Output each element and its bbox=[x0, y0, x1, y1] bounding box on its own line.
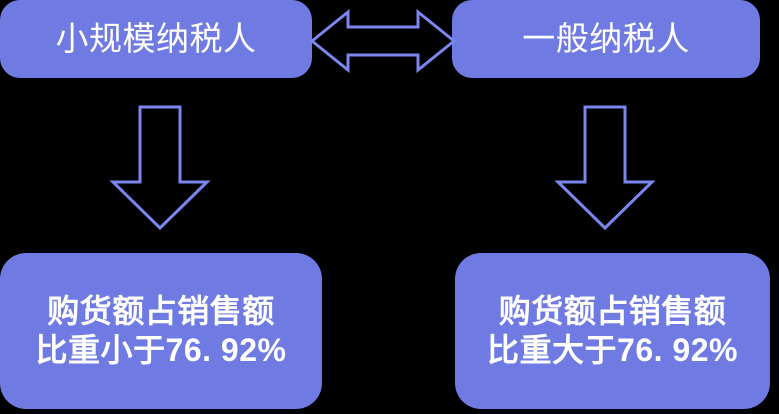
node-rule-general-taxpayer-label: 购货额占销售额 比重大于76. 92% bbox=[487, 292, 738, 368]
node-rule-small-taxpayer[interactable]: 购货额占销售额 比重小于76. 92% bbox=[0, 253, 322, 409]
node-general-taxpayer[interactable]: 一般纳税人 bbox=[452, 0, 760, 78]
node-general-taxpayer-label: 一般纳税人 bbox=[522, 19, 690, 57]
node-rule-small-taxpayer-label: 购货额占销售额 比重小于76. 92% bbox=[35, 292, 287, 368]
double-headed-horizontal-arrow-icon bbox=[309, 8, 457, 74]
node-small-taxpayer[interactable]: 小规模纳税人 bbox=[0, 0, 312, 78]
down-arrow-icon-left bbox=[109, 105, 211, 231]
node-small-taxpayer-label: 小规模纳税人 bbox=[55, 19, 257, 57]
node-rule-general-taxpayer[interactable]: 购货额占销售额 比重大于76. 92% bbox=[455, 253, 770, 409]
down-arrow-icon-right bbox=[554, 105, 656, 231]
